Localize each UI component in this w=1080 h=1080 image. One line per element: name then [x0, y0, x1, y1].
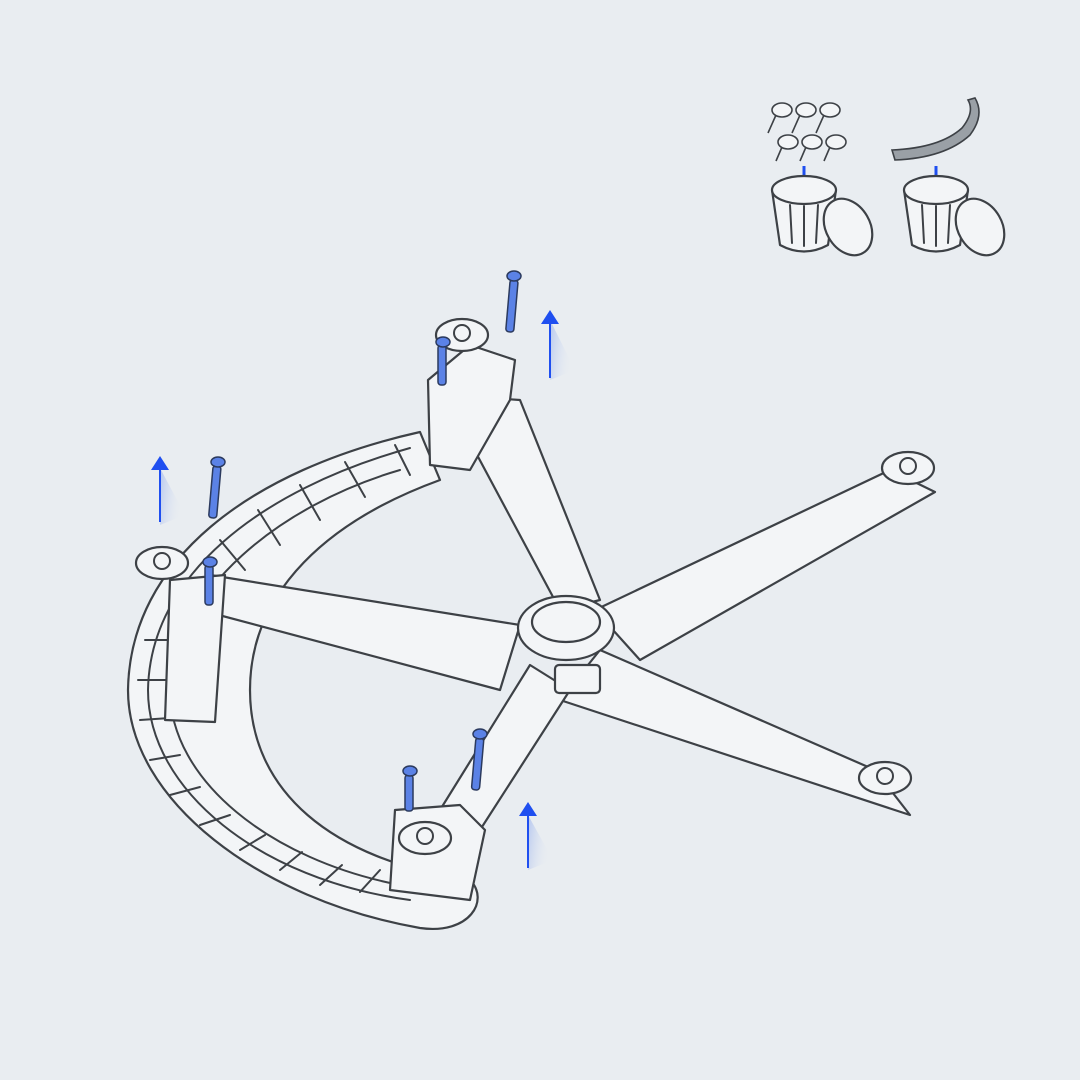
trash-can-icon — [902, 174, 1006, 257]
screw-icon — [470, 728, 488, 791]
trash-can-icon — [770, 174, 874, 257]
screw-icon — [202, 556, 218, 606]
screws-to-trash-icon — [767, 102, 874, 257]
star-legs — [198, 393, 937, 832]
screw-icon — [402, 765, 418, 812]
screw-icon — [505, 270, 522, 333]
screws — [202, 270, 522, 812]
screw-icon — [208, 456, 226, 519]
screw-icon — [435, 336, 451, 386]
ring-part-to-trash-icon — [890, 97, 1006, 257]
arrow-up-icons — [151, 310, 575, 870]
caster-sockets — [134, 317, 936, 902]
